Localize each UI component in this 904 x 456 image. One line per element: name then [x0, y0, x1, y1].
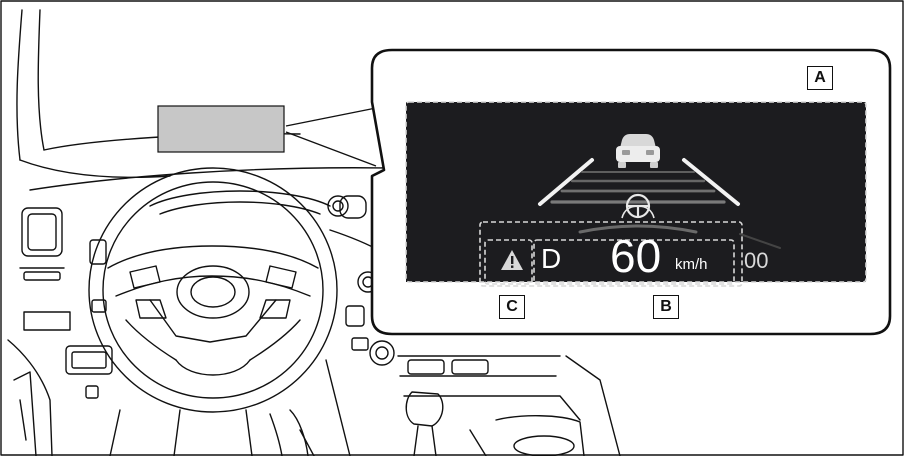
region-b-outline — [479, 221, 743, 287]
preceding-vehicle-icon — [616, 134, 660, 168]
callout-label-a: A — [807, 66, 833, 90]
callout-label-b: B — [653, 295, 679, 319]
steering-assist-icon — [621, 193, 655, 219]
speed-value: 60 — [610, 230, 662, 282]
warning-triangle-icon — [501, 250, 523, 270]
hud-projection-area — [157, 105, 285, 153]
region-outlines — [405, 101, 867, 287]
callout-label-c: C — [499, 295, 525, 319]
region-a-outline — [405, 101, 867, 283]
region-c-outline — [484, 239, 533, 285]
trailing-value: 00 — [744, 248, 769, 273]
lane-lines — [538, 158, 781, 249]
speed-unit: km/h — [675, 256, 708, 273]
callout-leader-lines — [285, 107, 377, 167]
gear-indicator: D — [541, 243, 562, 274]
